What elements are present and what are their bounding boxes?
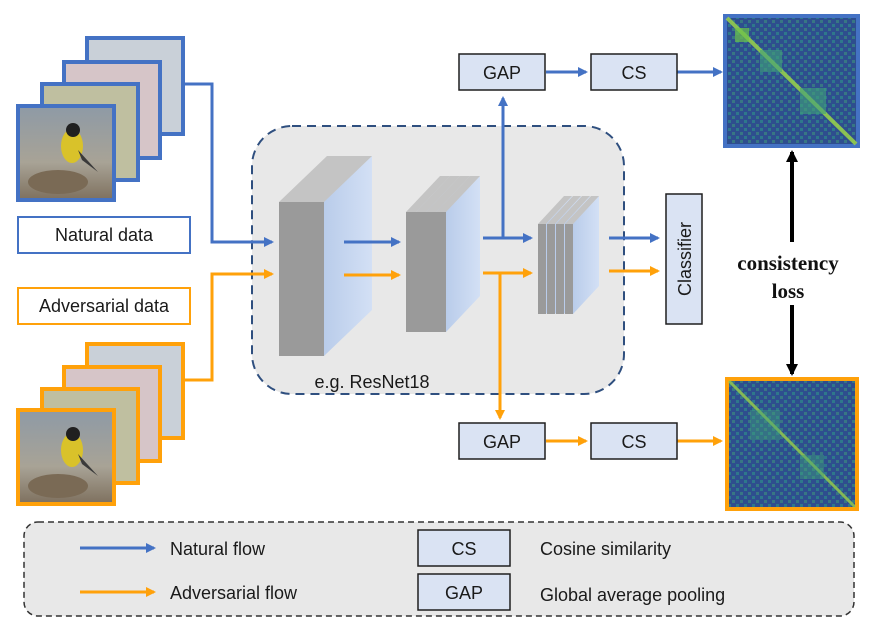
consistency-loss-line2: loss: [772, 279, 805, 303]
backbone-label: e.g. ResNet18: [314, 372, 429, 392]
adversarial-similarity-heatmap: [725, 377, 859, 511]
cs-bottom-label: CS: [621, 432, 646, 452]
natural-bird-image: [16, 104, 116, 202]
legend-cs-box: [417, 529, 511, 567]
natural-image-stack: [16, 36, 185, 202]
legend-cs-key: CS: [451, 539, 476, 559]
gap-bottom-label: GAP: [483, 432, 521, 452]
gap-top-label: GAP: [483, 63, 521, 83]
gap-bottom-box: [458, 422, 546, 460]
legend-adversarial-label: Adversarial flow: [170, 583, 298, 603]
classifier-box: [665, 193, 703, 325]
adversarial-data-box: [17, 287, 191, 325]
adversarial-input-arrow: [183, 269, 274, 382]
adversarial-data-label: Adversarial data: [39, 296, 170, 316]
legend-gap-key: GAP: [445, 583, 483, 603]
cs-top-label: CS: [621, 63, 646, 83]
natural-data-label: Natural data: [55, 225, 154, 245]
legend-gap-box: [417, 573, 511, 611]
natural-flow-arrows: [183, 67, 723, 247]
natural-input-arrow: [183, 82, 274, 247]
cs-bottom-box: [590, 422, 678, 460]
legend-panel: [23, 521, 855, 617]
adversarial-bird-image: [16, 408, 116, 506]
legend-natural-label: Natural flow: [170, 539, 266, 559]
layer-stack-2: [406, 176, 480, 332]
natural-similarity-heatmap: [723, 14, 860, 148]
adversarial-flow-arrows: [183, 266, 723, 446]
gap-top-box: [458, 53, 546, 91]
adversarial-image-stack: [16, 342, 185, 506]
legend-gap-desc: Global average pooling: [540, 585, 725, 605]
consistency-loss-line1: consistency: [737, 251, 839, 275]
layer-stack-3: [538, 196, 599, 314]
cs-top-box: [590, 53, 678, 91]
natural-data-box: [17, 216, 191, 254]
classifier-label: Classifier: [675, 222, 695, 296]
layer-stack-1: [279, 156, 372, 356]
legend-cs-desc: Cosine similarity: [540, 539, 671, 559]
